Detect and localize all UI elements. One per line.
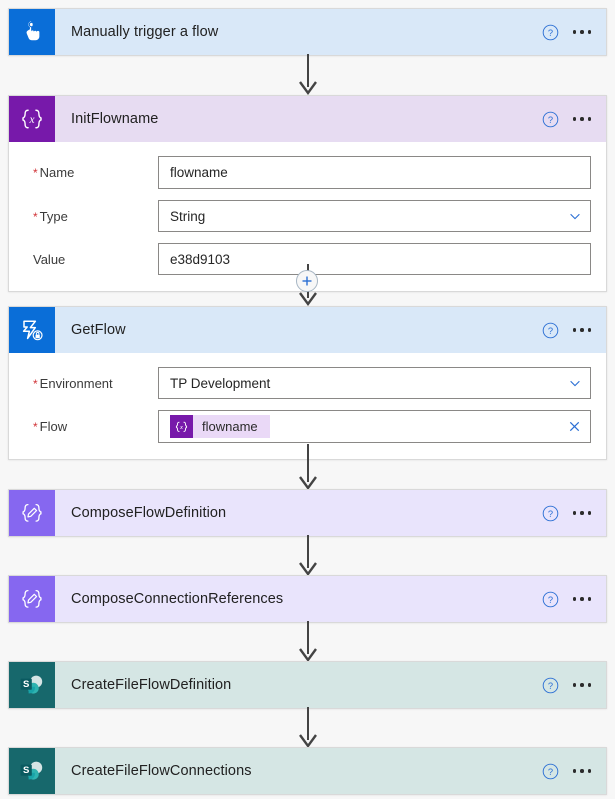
svg-text:?: ? [547,115,552,125]
chevron-down-icon [570,380,580,387]
token-label: flowname [202,419,258,434]
help-circle-icon[interactable]: ? [542,591,559,608]
compose-icon [9,576,55,622]
ellipsis-icon[interactable] [572,591,591,608]
card-header-actions: ? [542,9,607,55]
card-header[interactable]: GetFlow ? [9,307,606,353]
card-title: ComposeFlowDefinition [71,505,227,521]
required-asterisk: * [33,376,38,391]
svg-text:S: S [23,679,29,690]
ellipsis-icon[interactable] [572,763,591,780]
flow-step-card-create-file-flow-definition[interactable]: S CreateFileFlowDefinition ? [8,661,607,709]
field-label-flow: *Flow [33,419,68,434]
required-asterisk: * [33,166,38,180]
form-row-name: *Name flowname [24,156,591,189]
help-circle-icon[interactable]: ? [542,322,559,339]
ellipsis-icon[interactable] [572,24,591,41]
form-row-environment: *Environment TP Development [24,367,591,399]
power-automate-lock-icon [9,307,55,353]
connector-arrow [0,54,615,96]
card-header[interactable]: x InitFlowname ? [9,96,606,142]
card-title: CreateFileFlowConnections [71,763,252,779]
svg-text:?: ? [547,28,552,38]
help-circle-icon[interactable]: ? [542,24,559,41]
ellipsis-icon[interactable] [572,677,591,694]
environment-dropdown[interactable]: TP Development [158,367,591,399]
ellipsis-icon[interactable] [572,505,591,522]
form-row-flow: *Flow x flowname [24,410,591,443]
sharepoint-icon: S [9,748,55,794]
card-header-actions: ? [542,96,607,142]
svg-text:S: S [23,765,29,776]
card-title: Manually trigger a flow [71,24,219,40]
card-title: CreateFileFlowDefinition [71,677,232,693]
card-header[interactable]: Manually trigger a flow ? [9,9,606,55]
card-header[interactable]: S CreateFileFlowConnections ? [9,748,606,794]
card-header[interactable]: ComposeFlowDefinition ? [9,490,606,536]
svg-text:?: ? [547,595,552,605]
flow-step-card-compose-connection-references[interactable]: ComposeConnectionReferences ? [8,575,607,623]
help-circle-icon[interactable]: ? [542,111,559,128]
connector-arrow [0,707,615,749]
ellipsis-icon[interactable] [572,322,591,339]
card-title: InitFlowname [71,111,159,127]
card-header[interactable]: ComposeConnectionReferences ? [9,576,606,622]
card-header-actions: ? [542,307,607,353]
card-header[interactable]: S CreateFileFlowDefinition ? [9,662,606,708]
ellipsis-icon[interactable] [572,111,591,128]
form-row-type: *Type String [24,200,591,232]
flow-step-card-init-flowname[interactable]: x InitFlowname ? *Name flowname [8,95,607,292]
plus-icon [302,276,312,286]
card-header-actions: ? [542,490,607,536]
name-input-value: flowname [170,165,228,180]
flow-step-card-create-file-flow-connections[interactable]: S CreateFileFlowConnections ? [8,747,607,795]
svg-text:x: x [179,424,183,431]
initialize-variable-icon: x [9,96,55,142]
manual-trigger-hand-icon [9,9,55,55]
field-label-environment: *Environment [33,375,113,391]
card-header-actions: ? [542,748,607,794]
type-dropdown-value: String [170,208,206,224]
flow-token-input[interactable]: x flowname [158,410,591,443]
connector-arrow [0,535,615,577]
svg-text:?: ? [547,326,552,336]
close-x-icon[interactable] [567,419,582,434]
flow-step-card-get-flow[interactable]: GetFlow ? *Environment TP Development [8,306,607,460]
connector-arrow [0,621,615,663]
card-header-actions: ? [542,576,607,622]
value-input[interactable]: e38d9103 [158,243,591,275]
name-input[interactable]: flowname [158,156,591,189]
required-asterisk: * [33,420,38,434]
dynamic-content-token[interactable]: x flowname [170,415,270,438]
card-body: *Environment TP Development *Flow [9,353,606,459]
field-label-type: *Type [33,208,68,224]
help-circle-icon[interactable]: ? [542,677,559,694]
field-label-name: *Name [33,165,75,180]
svg-text:?: ? [547,509,552,519]
card-title: ComposeConnectionReferences [71,591,284,607]
chevron-down-icon [570,213,580,220]
type-dropdown[interactable]: String [158,200,591,232]
flow-step-card-compose-flow-definition[interactable]: ComposeFlowDefinition ? [8,489,607,537]
sharepoint-icon: S [9,662,55,708]
card-title: GetFlow [71,322,126,338]
svg-text:x: x [28,114,34,126]
card-header-actions: ? [542,662,607,708]
help-circle-icon[interactable]: ? [542,505,559,522]
card-body: *Name flowname *Type String Value [9,142,606,291]
form-row-value: Value e38d9103 [24,243,591,275]
environment-dropdown-value: TP Development [170,375,271,391]
svg-text:?: ? [547,681,552,691]
value-input-value: e38d9103 [170,251,231,267]
required-asterisk: * [33,209,38,224]
compose-icon [9,490,55,536]
flow-step-card-trigger[interactable]: Manually trigger a flow ? [8,8,607,56]
insert-step-button[interactable] [296,270,318,292]
variable-token-icon: x [170,415,193,438]
svg-text:?: ? [547,767,552,777]
field-label-value: Value [33,251,66,267]
help-circle-icon[interactable]: ? [542,763,559,780]
